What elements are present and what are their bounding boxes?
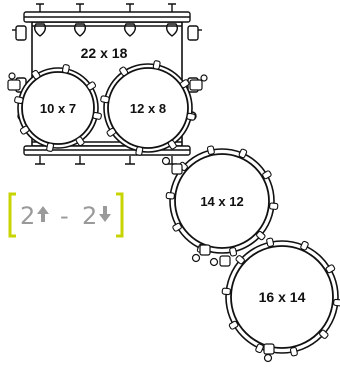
tension-lug <box>300 240 309 251</box>
tension-lug <box>319 329 329 339</box>
tension-lug <box>228 320 239 330</box>
tension-lug <box>255 343 264 354</box>
bass-top-tension-rods <box>33 3 179 37</box>
tension-lug <box>266 237 275 248</box>
tom-12-drum <box>100 60 208 156</box>
tension-lug <box>179 79 190 89</box>
floor-tom-14-drum <box>161 145 279 263</box>
tom-12-label: 12 x 8 <box>130 101 166 116</box>
tension-lug <box>92 111 102 120</box>
floor-tom-16-label: 16 x 14 <box>259 289 306 305</box>
tension-lug <box>135 146 144 156</box>
tension-lug <box>256 230 266 241</box>
down-arrow-icon <box>99 206 111 222</box>
tom-12-lugs <box>100 60 196 156</box>
tension-lug <box>106 127 117 137</box>
bass-drum-label: 22 x 18 <box>81 45 128 61</box>
tom-10-lugs <box>14 64 102 152</box>
floor-tom-16-drum <box>209 237 340 363</box>
separator: - <box>60 202 69 230</box>
tension-lug <box>262 170 272 180</box>
tom-10-drum <box>7 64 102 152</box>
tension-lug <box>165 192 175 200</box>
right-bracket <box>116 192 124 238</box>
tension-lug <box>19 125 30 135</box>
floor-tom-16-lugs <box>221 237 340 357</box>
tension-lug <box>206 145 215 155</box>
tension-lug <box>14 96 24 105</box>
tension-lug <box>186 112 196 121</box>
tension-lug <box>333 298 340 307</box>
tension-lug <box>289 346 298 357</box>
tension-lug <box>269 202 279 210</box>
tension-lug <box>229 247 238 257</box>
up-arrow-icon <box>37 206 49 222</box>
tension-lug <box>238 148 248 159</box>
tension-lug <box>172 222 182 232</box>
configuration-indicator: 2 - 2 <box>8 192 124 238</box>
tension-lug <box>61 64 70 74</box>
tension-lug <box>86 81 97 91</box>
tension-lug <box>119 66 129 77</box>
tension-lug <box>325 264 336 274</box>
tom-10-label: 10 x 7 <box>40 101 76 116</box>
floor-tom-14-label: 14 x 12 <box>200 194 243 209</box>
bass-bottom-claws <box>35 156 177 165</box>
down-count: 2 <box>82 202 97 230</box>
up-count: 2 <box>20 202 35 230</box>
tension-lug <box>221 287 231 296</box>
tension-lug <box>152 60 161 70</box>
tension-lug <box>235 255 245 265</box>
tension-lug <box>46 142 55 152</box>
tension-lug <box>167 139 177 150</box>
left-bracket <box>8 192 16 238</box>
tension-lug <box>100 95 110 104</box>
tension-lug <box>75 136 85 147</box>
tension-lug <box>31 69 41 80</box>
